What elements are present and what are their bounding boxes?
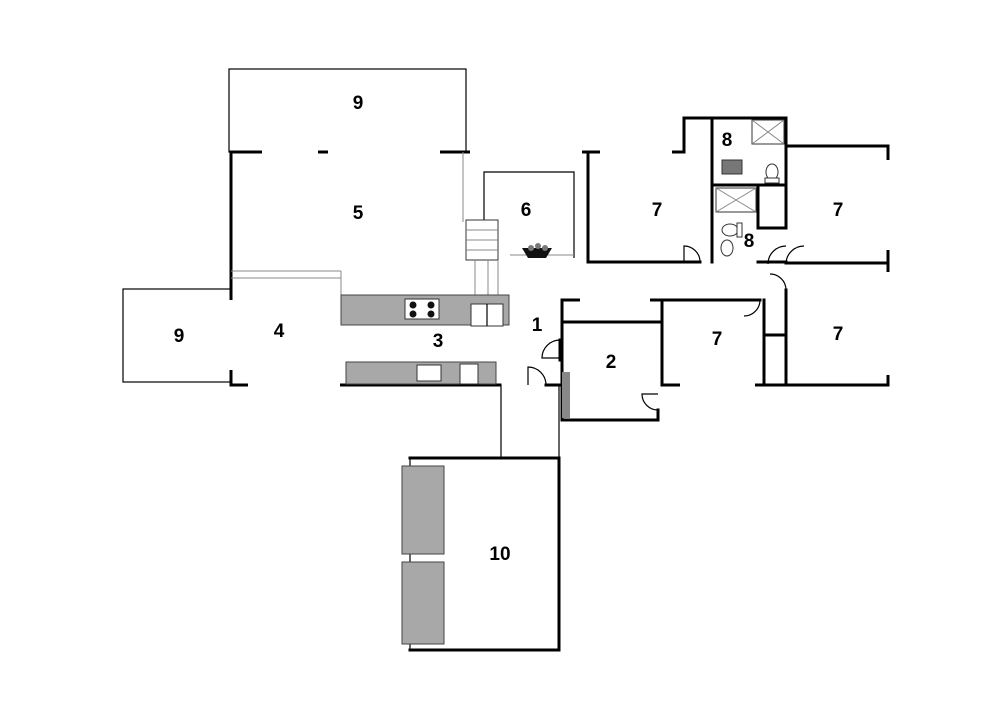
shower-icon <box>751 119 785 145</box>
room-label-study: 2 <box>606 352 617 373</box>
room-label-bedroom-1: 7 <box>652 200 663 221</box>
room-label-fireplace-room: 6 <box>521 200 532 221</box>
room-label-bathroom-1: 8 <box>722 130 733 151</box>
outer-walls <box>229 116 890 422</box>
kitchen-counter-bottom <box>345 361 497 385</box>
room-label-bathroom-2: 8 <box>744 231 755 252</box>
room-label-deck-top: 9 <box>353 93 364 114</box>
doors <box>527 245 805 411</box>
room-label-dining: 4 <box>274 321 285 342</box>
room-label-deck-left: 9 <box>174 326 185 347</box>
entry-closet <box>562 372 570 418</box>
room-label-living: 5 <box>353 203 364 224</box>
car-icon-2 <box>401 561 445 645</box>
fireplace-icon <box>522 243 552 258</box>
windows <box>229 150 890 387</box>
shower-icon-2 <box>715 187 757 213</box>
sink-icon <box>721 159 743 175</box>
car-icon <box>401 465 445 555</box>
room-label-entry: 1 <box>532 315 543 336</box>
room-label-bedroom-2: 7 <box>833 200 844 221</box>
toilet-icon-2 <box>721 222 743 238</box>
kitchen-counter-top <box>340 294 510 327</box>
toilet-icon <box>764 163 780 184</box>
deck-top <box>228 68 467 153</box>
breezeway <box>500 385 560 458</box>
room-label-garage: 10 <box>489 544 510 565</box>
room-label-bedroom-4: 7 <box>833 324 844 345</box>
room-label-bedroom-3: 7 <box>712 329 723 350</box>
sink-icon-2 <box>720 239 734 257</box>
living-divider <box>231 270 342 295</box>
room-label-kitchen: 3 <box>433 331 444 352</box>
fireplace-room-walls <box>462 152 575 295</box>
